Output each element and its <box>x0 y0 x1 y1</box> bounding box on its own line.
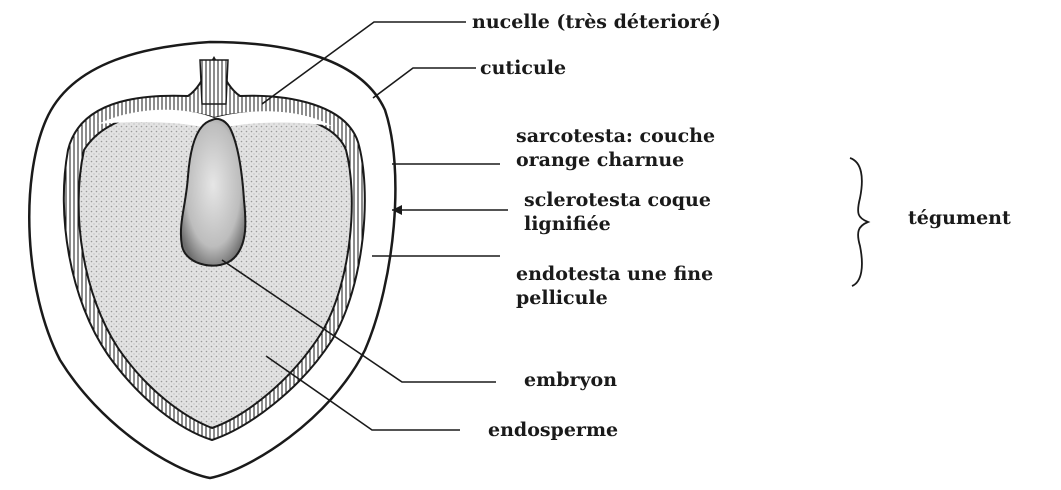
label-endosperme: endosperme <box>488 418 618 442</box>
label-embryon: embryon <box>524 368 617 392</box>
label-sarcotesta: sarcotesta: couche orange charnue <box>516 124 715 172</box>
label-tegument: tégument <box>908 206 1011 230</box>
label-endotesta: endotesta une fine pellicule <box>516 262 713 310</box>
micropyle <box>200 60 228 104</box>
leader-cuticule <box>373 68 476 98</box>
tegument-brace <box>850 158 868 286</box>
label-sclerotesta: sclerotesta coque lignifiée <box>524 188 711 236</box>
label-cuticule: cuticule <box>480 56 566 80</box>
label-nucelle: nucelle (très déterioré) <box>472 10 721 34</box>
